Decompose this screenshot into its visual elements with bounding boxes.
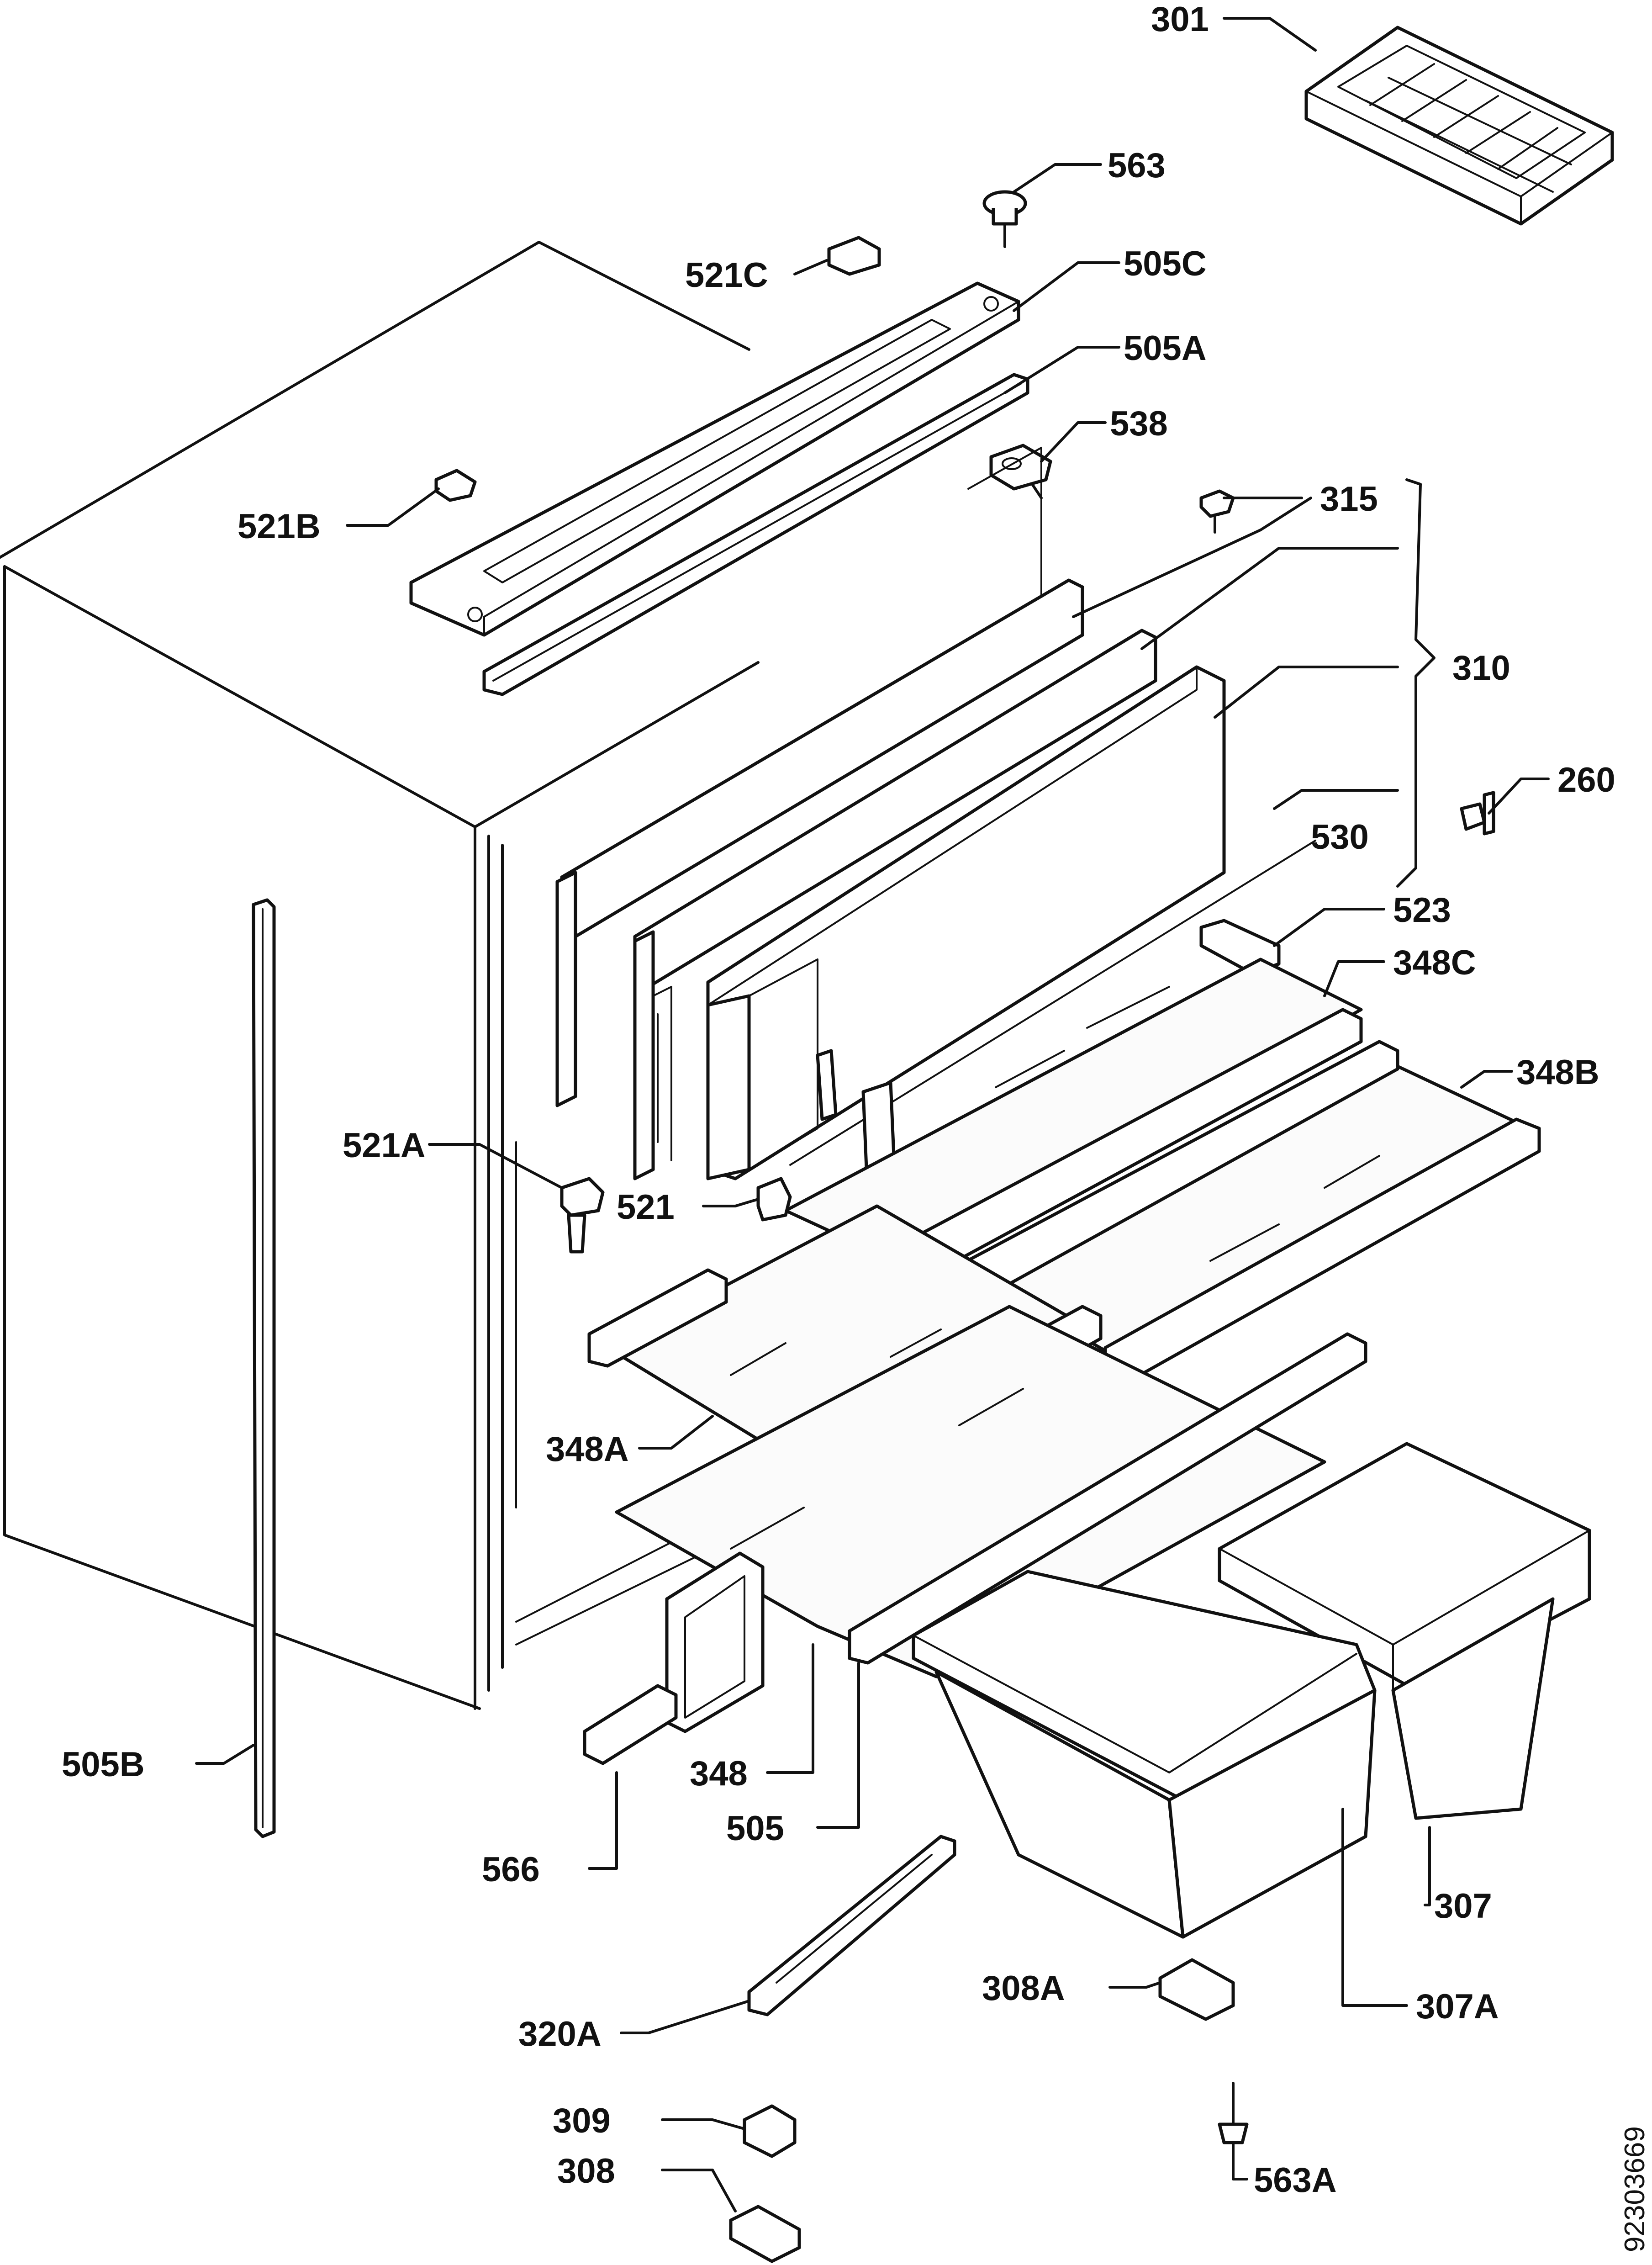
label-563: 563 xyxy=(1108,146,1166,185)
label-308a: 308A xyxy=(982,1969,1065,2008)
label-521c: 521C xyxy=(685,256,768,295)
label-307: 307 xyxy=(1434,1887,1492,1926)
label-538: 538 xyxy=(1110,404,1168,443)
clip-521 xyxy=(756,1177,792,1222)
label-566: 566 xyxy=(482,1850,540,1889)
screw-563a xyxy=(1218,2082,1249,2144)
crisper-307a xyxy=(912,1570,1377,1939)
cap-521c xyxy=(827,236,881,276)
top-hinge-plate xyxy=(409,281,1020,637)
label-521b: 521B xyxy=(238,507,321,546)
glass-shelf-348 xyxy=(615,1305,1326,1678)
label-348a: 348A xyxy=(546,1430,629,1469)
cabinet-body xyxy=(0,241,760,1710)
label-308: 308 xyxy=(557,2152,615,2191)
label-348b: 348B xyxy=(1516,1053,1599,1092)
document-id: 92303669 xyxy=(1619,2126,1651,2252)
side-gasket-strip xyxy=(252,898,276,1838)
label-309: 309 xyxy=(553,2101,611,2140)
label-310: 310 xyxy=(1452,649,1510,688)
ice-tray xyxy=(1304,26,1614,226)
cap-521b xyxy=(434,469,477,502)
label-320a: 320A xyxy=(518,2015,602,2053)
label-505c: 505C xyxy=(1124,244,1207,283)
label-348: 348 xyxy=(690,1754,748,1793)
label-563a: 563A xyxy=(1254,2161,1337,2200)
freezer-door-assembly xyxy=(555,447,1226,1180)
label-307a: 307A xyxy=(1416,1987,1499,2026)
shelf-348b xyxy=(948,1040,1541,1386)
shelf-edge-505 xyxy=(848,1332,1367,1665)
label-521a: 521A xyxy=(343,1126,426,1165)
part-labels: 301 563 521C 505C 505A 538 315 521B 310 … xyxy=(62,0,1651,2252)
label-521: 521 xyxy=(617,1188,675,1227)
label-315: 315 xyxy=(1320,480,1378,519)
bracket-308a xyxy=(1158,1958,1235,2021)
label-505: 505 xyxy=(726,1809,784,1848)
screw-563 xyxy=(982,190,1027,248)
label-505b: 505B xyxy=(62,1745,145,1784)
handle-566 xyxy=(583,1551,765,1765)
label-505a: 505A xyxy=(1124,329,1207,368)
rail-320a xyxy=(747,1835,956,2016)
crisper-307 xyxy=(1218,1442,1591,1820)
clip-521a xyxy=(560,1177,605,1254)
bracket-308 xyxy=(729,2205,801,2263)
block-309 xyxy=(743,2104,797,2158)
label-301: 301 xyxy=(1151,0,1209,39)
label-348c: 348C xyxy=(1393,943,1476,982)
gasket-strip-505a xyxy=(482,373,1029,696)
label-260: 260 xyxy=(1557,761,1615,799)
leader-lines xyxy=(195,17,1550,2212)
label-523: 523 xyxy=(1393,891,1451,930)
label-530: 530 xyxy=(1311,818,1369,857)
